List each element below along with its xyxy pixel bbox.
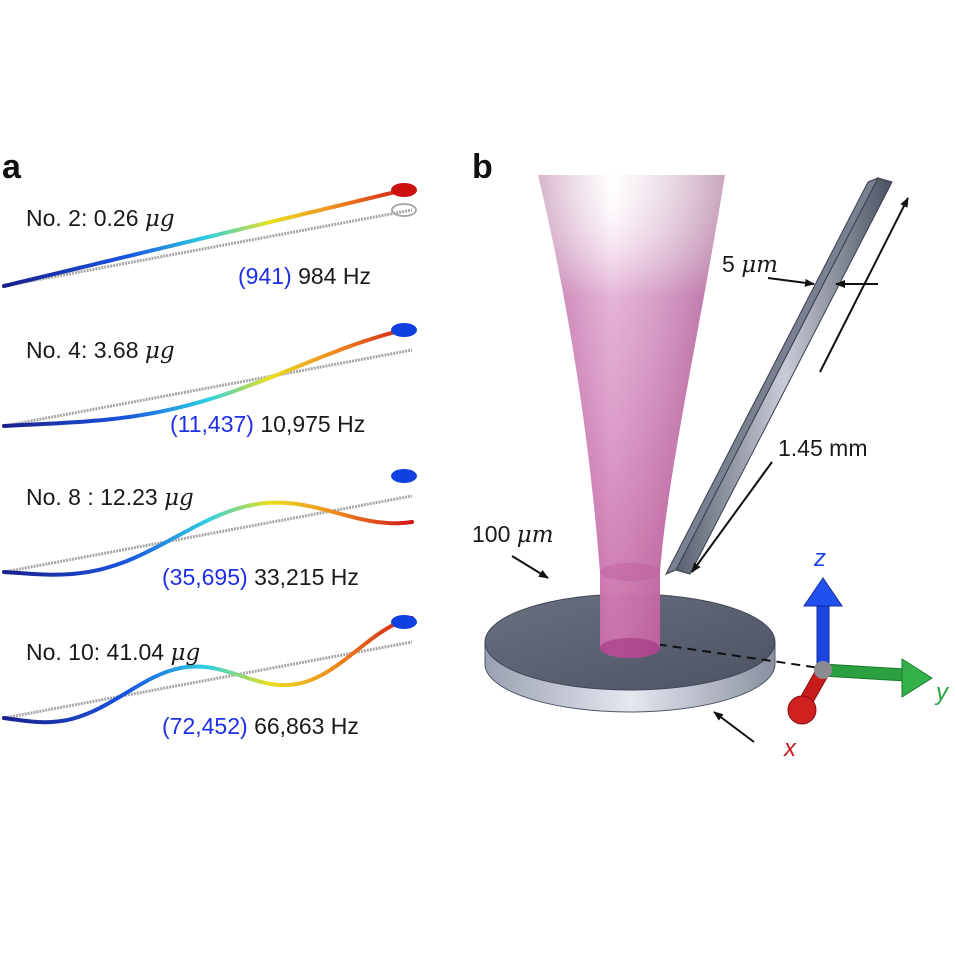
tip-mass [391,469,417,483]
mode-label: No. 2: 0.26 μg [26,205,175,232]
deformed-mode-shape [2,186,414,288]
deformed-mode-shape [2,326,414,428]
mode-frequency: (35,695) 33,215 Hz [162,564,359,590]
mode-shapes-group: No. 2: 0.26 μg (941) 984 Hz No. 4: 3.68 μg… [2,183,417,739]
laser-beam [538,175,725,658]
rest-fiber-line [3,208,413,288]
tip-mass [391,323,417,337]
mode-frequency: (72,452) 66,863 Hz [162,713,359,739]
coordinate-axes [787,577,933,725]
rest-fiber-line [3,640,413,720]
deformed-mode-shape [2,500,414,577]
z-axis-shaft [816,599,830,671]
rest-fiber-line [3,348,413,428]
y-axis-arrowhead [901,658,933,698]
deformed-mode-shape [2,616,414,725]
disc-edge-arrow [713,711,755,743]
mode-label: No. 10: 41.04 μg [26,639,200,666]
mode-label: No. 4: 3.68 μg [26,337,175,364]
mode-frequency: (11,437) 10,975 Hz [170,411,365,437]
tip-mass-rest [391,203,417,217]
y-axis-label: y [934,679,950,706]
panel-a-letter: a [2,148,22,186]
fiber-width-label: 5 μm [722,251,778,278]
rest-fiber-line [3,494,413,574]
tip-mass [391,183,417,197]
fiber-width-annotation [767,277,878,288]
panel-b-letter: b [472,148,493,186]
x-axis-ball [787,695,817,725]
disc-thickness-label: 100 μm [472,521,554,548]
axes-origin [814,661,832,679]
fiber-length-annotation [691,197,909,573]
y-axis-shaft [822,663,906,682]
fiber [664,177,893,575]
x-axis-label: x [783,735,797,762]
z-axis-label: z [813,545,826,572]
disc-top-arrow [511,555,549,579]
z-axis-arrowhead [803,577,843,607]
mode-frequency: (941) 984 Hz [238,263,371,289]
tip-mass [391,615,417,629]
mode-label: No. 8 : 12.23 μg [26,484,194,511]
fiber-length-label: 1.45 mm [778,435,867,461]
